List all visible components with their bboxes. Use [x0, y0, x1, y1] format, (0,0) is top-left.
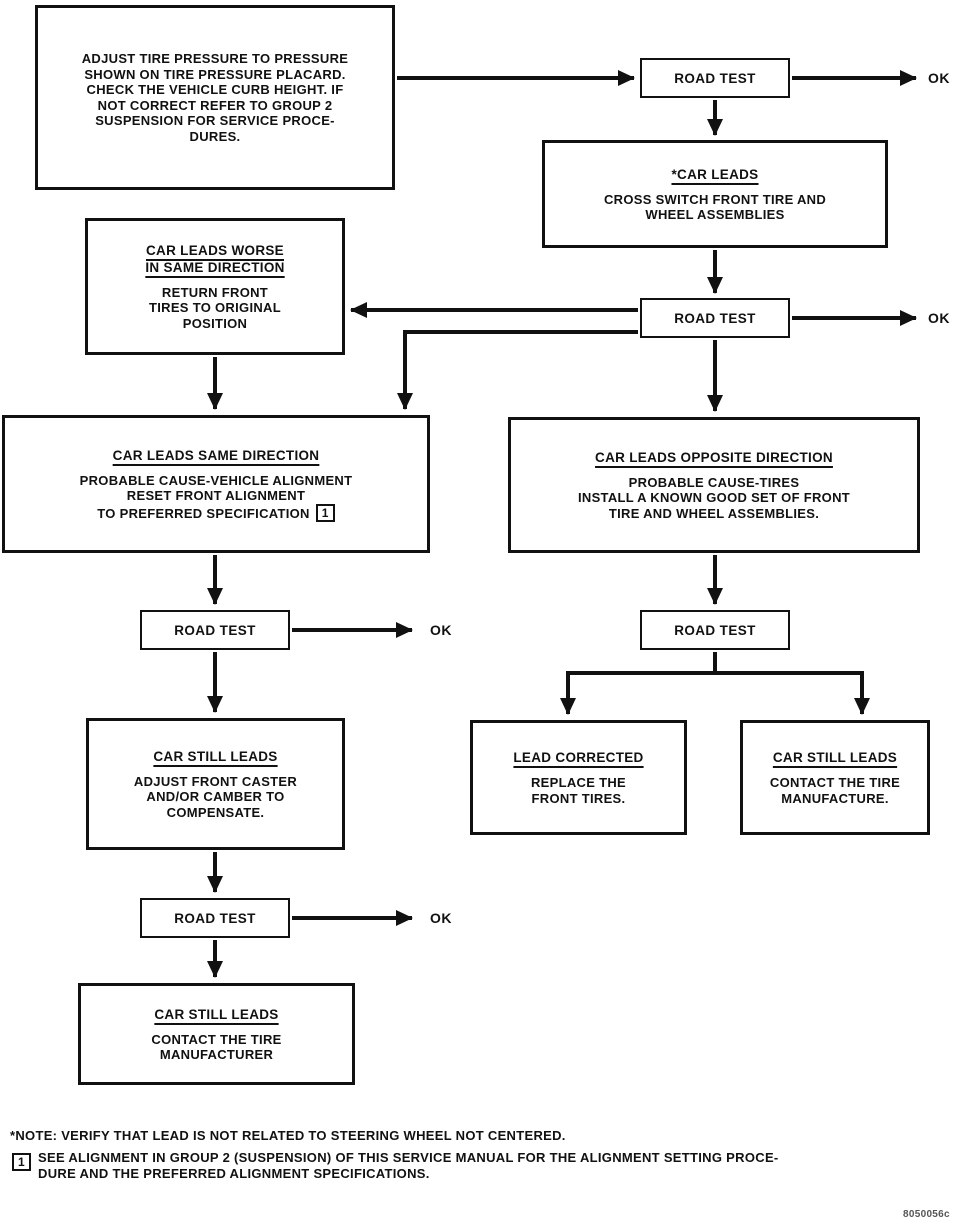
- car-still-leads-contact-title: CAR STILL LEADS: [772, 750, 898, 765]
- car-leads-body: CROSS SWITCH FRONT TIRE AND WHEEL ASSEMB…: [603, 191, 827, 223]
- star-note: *NOTE: VERIFY THAT LEAD IS NOT RELATED T…: [10, 1128, 566, 1143]
- car-still-leads-final-title: CAR STILL LEADS: [154, 1006, 279, 1022]
- car-still-leads-adjust-box: CAR STILL LEADS ADJUST FRONT CASTER AND/…: [86, 718, 345, 850]
- car-leads-worse-title: CAR LEADS WORSE IN SAME DIRECTION: [145, 242, 285, 275]
- same-direction-text: PROBABLE CAUSE-VEHICLE ALIGNMENT RESET F…: [79, 472, 353, 521]
- car-still-leads-contact-box: CAR STILL LEADS CONTACT THE TIRE MANUFAC…: [740, 720, 930, 835]
- car-leads-opposite-direction-box: CAR LEADS OPPOSITE DIRECTION PROBABLE CA…: [508, 417, 920, 553]
- car-leads-title: *CAR LEADS: [671, 166, 759, 182]
- road-test-label-4: ROAD TEST: [674, 622, 756, 638]
- start-instruction-box: ADJUST TIRE PRESSURE TO PRESSURE SHOWN O…: [35, 5, 395, 190]
- road-test-label-2: ROAD TEST: [674, 310, 756, 326]
- ok-label-1: OK: [928, 70, 950, 86]
- car-still-leads-final-box: CAR STILL LEADS CONTACT THE TIRE MANUFAC…: [78, 983, 355, 1085]
- footnote-1-text: SEE ALIGNMENT IN GROUP 2 (SUSPENSION) OF…: [38, 1150, 779, 1181]
- car-still-leads-adjust-title: CAR STILL LEADS: [153, 748, 278, 764]
- road-test-box-1: ROAD TEST: [640, 58, 790, 98]
- lead-corrected-body: REPLACE THE FRONT TIRES.: [530, 775, 627, 806]
- car-leads-worse-box: CAR LEADS WORSE IN SAME DIRECTION RETURN…: [85, 218, 345, 355]
- car-leads-same-direction-body: PROBABLE CAUSE-VEHICLE ALIGNMENT RESET F…: [80, 473, 353, 522]
- car-leads-same-direction-title: CAR LEADS SAME DIRECTION: [112, 447, 320, 463]
- car-leads-opposite-direction-body: PROBABLE CAUSE-TIRES INSTALL A KNOWN GOO…: [577, 474, 851, 521]
- road-test-box-4: ROAD TEST: [640, 610, 790, 650]
- footnote-ref-1-inline: 1: [315, 503, 335, 522]
- start-instruction-text: ADJUST TIRE PRESSURE TO PRESSURE SHOWN O…: [81, 51, 349, 144]
- road-test-label-5: ROAD TEST: [174, 910, 256, 926]
- road-test-box-3: ROAD TEST: [140, 610, 290, 650]
- ok-label-2: OK: [928, 310, 950, 326]
- car-still-leads-contact-body: CONTACT THE TIRE MANUFACTURE.: [769, 775, 901, 806]
- figure-code: 8050056c: [903, 1209, 950, 1220]
- car-still-leads-final-body: CONTACT THE TIRE MANUFACTURER: [151, 1031, 282, 1063]
- lead-corrected-box: LEAD CORRECTED REPLACE THE FRONT TIRES.: [470, 720, 687, 835]
- car-leads-same-direction-box: CAR LEADS SAME DIRECTION PROBABLE CAUSE-…: [2, 415, 430, 553]
- car-leads-opposite-direction-title: CAR LEADS OPPOSITE DIRECTION: [595, 449, 833, 465]
- car-still-leads-adjust-body: ADJUST FRONT CASTER AND/OR CAMBER TO COM…: [133, 773, 298, 820]
- ok-label-5: OK: [430, 910, 452, 926]
- car-leads-box: *CAR LEADS CROSS SWITCH FRONT TIRE AND W…: [542, 140, 888, 248]
- ok-label-3: OK: [430, 622, 452, 638]
- car-leads-worse-body: RETURN FRONT TIRES TO ORIGINAL POSITION: [149, 284, 281, 331]
- road-test-label-3: ROAD TEST: [174, 622, 256, 638]
- road-test-box-2: ROAD TEST: [640, 298, 790, 338]
- footnote-ref-1: 1: [12, 1153, 31, 1171]
- road-test-label-1: ROAD TEST: [674, 70, 756, 86]
- lead-corrected-title: LEAD CORRECTED: [513, 750, 644, 765]
- road-test-box-5: ROAD TEST: [140, 898, 290, 938]
